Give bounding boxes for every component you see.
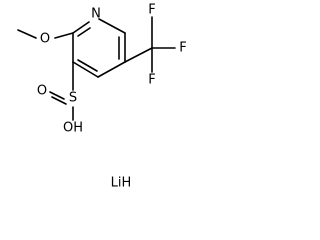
bond-c4-c3: [72, 61, 99, 78]
structure-diagram: N O F F F S O OH LiH: [17, 3, 187, 191]
atom-s-label: S: [69, 91, 77, 106]
bond-s-o-double-1: [49, 91, 65, 100]
double-bond-c4-c3-inner: [77, 59, 98, 72]
atom-oh-label: OH: [63, 121, 83, 136]
trifluoromethyl-group: [124, 16, 176, 73]
bond-o-ch3: [17, 29, 37, 39]
salt-label: LiH: [111, 176, 132, 191]
bond-n-c6: [98, 18, 126, 34]
bond-c2-o: [54, 32, 74, 39]
pyridine-ring: [72, 18, 126, 78]
bond-c2-n: [72, 21, 90, 34]
bond-s-o-double-2: [51, 96, 67, 105]
sulfinic-acid-group: [49, 61, 74, 121]
atom-f-bottom-label: F: [148, 73, 155, 88]
bond-c5-c4: [97, 61, 126, 78]
atom-o-double-label: O: [37, 84, 47, 99]
bond-c5-cf3: [124, 47, 153, 63]
double-bond-c2-n-inner: [77, 27, 91, 37]
atom-n-label: N: [91, 7, 101, 22]
atom-o-methoxy-label: O: [40, 32, 50, 47]
atom-f-top-label: F: [148, 3, 155, 18]
atom-f-right-label: F: [179, 41, 186, 56]
methoxy-group: [17, 29, 74, 39]
